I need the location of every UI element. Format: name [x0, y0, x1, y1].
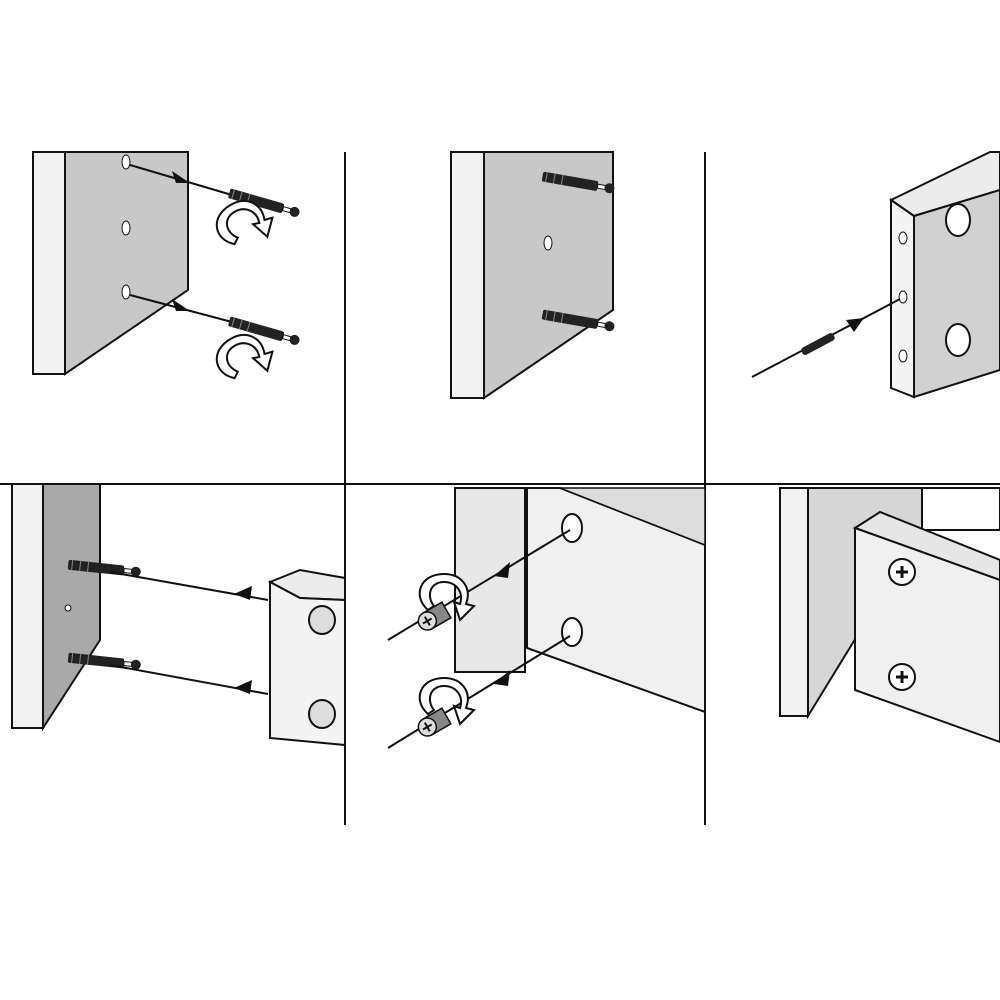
step-2-dowels-inserted	[450, 151, 616, 400]
step-6-assembled	[779, 487, 1000, 744]
cross-head-screw-icon	[887, 557, 917, 587]
step-3-insert-pin	[751, 151, 1000, 399]
pin-icon	[801, 333, 835, 355]
step-5-tighten-screws	[387, 487, 706, 749]
insert-arrow-icon	[846, 318, 864, 332]
step-1-insert-dowels	[32, 151, 302, 392]
step-4-attach-panel	[11, 483, 346, 747]
cross-head-screw-icon	[887, 662, 917, 692]
